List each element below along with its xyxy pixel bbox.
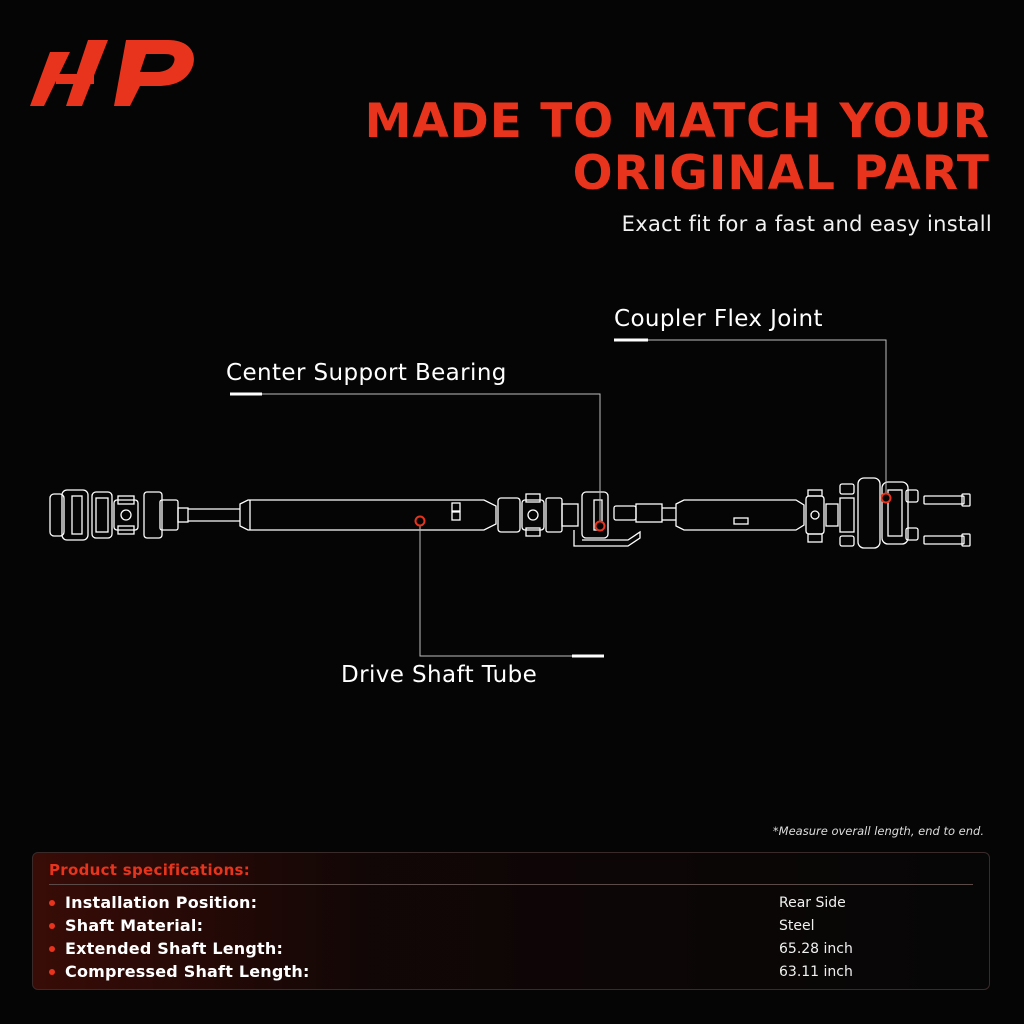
spec-panel: Product specifications: Installation Pos…: [32, 852, 990, 990]
spec-label: Extended Shaft Length:: [65, 939, 284, 958]
spec-label: Shaft Material:: [65, 916, 204, 935]
spec-value: Rear Side: [779, 895, 846, 911]
spec-row: Extended Shaft Length: 65.28 inch: [49, 939, 973, 961]
coupler-marker-icon: [880, 492, 892, 504]
spec-row: Installation Position: Rear Side: [49, 893, 973, 915]
headline-line-2: ORIGINAL PART: [572, 146, 990, 201]
spec-title: Product specifications:: [49, 861, 251, 879]
callout-coupler-flex-joint: Coupler Flex Joint: [614, 306, 823, 332]
spec-row: Compressed Shaft Length: 63.11 inch: [49, 962, 973, 984]
spec-value: 65.28 inch: [779, 941, 853, 957]
brand-logo-icon: [30, 40, 194, 106]
page-title: MADE TO MATCH YOUR ORIGINAL PART: [365, 96, 990, 200]
measurement-note: *Measure overall length, end to end.: [772, 824, 984, 838]
spec-value: Steel: [779, 918, 815, 934]
bearing-marker-icon: [594, 520, 606, 532]
spec-value: 63.11 inch: [779, 964, 853, 980]
spec-label: Compressed Shaft Length:: [65, 962, 310, 981]
spec-label: Installation Position:: [65, 893, 258, 912]
tube-marker-icon: [414, 515, 426, 527]
spec-row: Shaft Material: Steel: [49, 916, 973, 938]
bullet-icon: [49, 923, 55, 929]
callout-center-support-bearing: Center Support Bearing: [226, 360, 507, 386]
headline-line-1: MADE TO MATCH YOUR: [364, 94, 990, 149]
bullet-icon: [49, 900, 55, 906]
subheadline: Exact fit for a fast and easy install: [621, 212, 992, 236]
callout-drive-shaft-tube: Drive Shaft Tube: [341, 662, 538, 688]
bullet-icon: [49, 969, 55, 975]
spec-divider: [49, 884, 973, 885]
bullet-icon: [49, 946, 55, 952]
